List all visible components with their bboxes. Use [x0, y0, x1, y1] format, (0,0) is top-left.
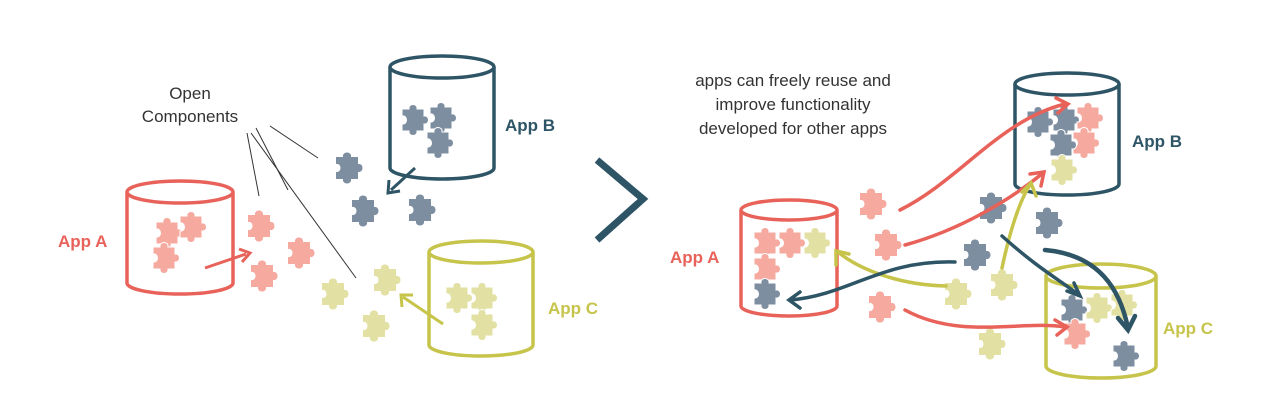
- open-components-label-line1: Open: [169, 84, 211, 103]
- right-app-b-label: App B: [1132, 132, 1182, 151]
- open-components-label-line2: Components: [142, 107, 238, 126]
- right-panel: apps can freely reuse and improve functi…: [670, 71, 1213, 380]
- left-panel: Open Components App A App B: [58, 54, 598, 358]
- app-b-label: App B: [505, 116, 555, 135]
- right-loose-pieces: [860, 188, 1063, 360]
- app-c-label: App C: [548, 299, 598, 318]
- right-app-a-label: App A: [670, 248, 719, 267]
- caption-line2: improve functionality: [716, 95, 871, 114]
- right-app-c-label: App C: [1163, 319, 1213, 338]
- loose-red-pieces: [248, 210, 315, 292]
- right-flow-arrows: [786, 96, 1138, 337]
- open-components-pointer-lines: [246, 125, 357, 279]
- caption-line1: apps can freely reuse and: [695, 71, 891, 90]
- left-arrows: [204, 166, 444, 326]
- loose-yellow-pieces: [322, 264, 401, 342]
- caption-line3: developed for other apps: [699, 119, 887, 138]
- app-a-label: App A: [58, 232, 107, 251]
- chevron-right-icon: [594, 157, 649, 243]
